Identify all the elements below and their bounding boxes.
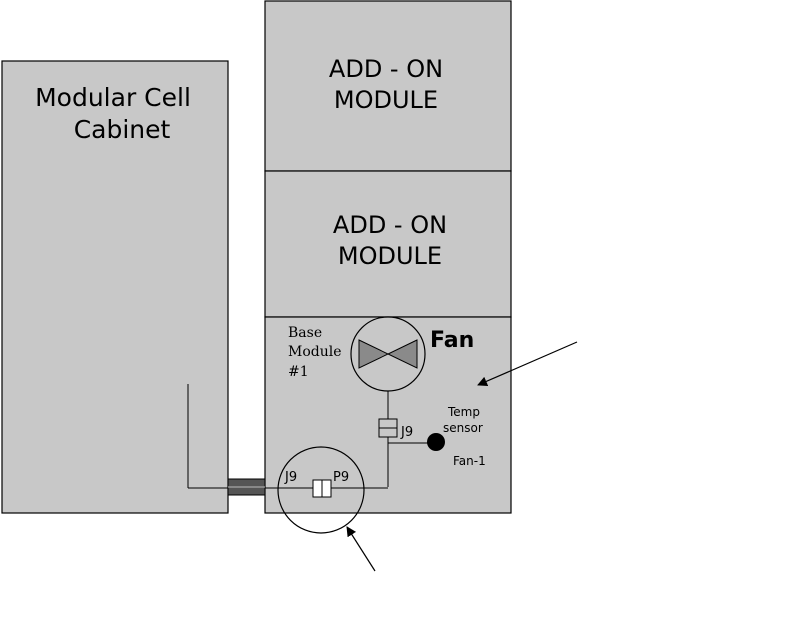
cabinet-label-line1: Modular Cell (35, 83, 191, 112)
add-on-module-middle-label-line2: MODULE (338, 242, 442, 270)
add-on-module-top-label-line1: ADD - ON (329, 55, 443, 83)
connector-j9-upper-label: J9 (400, 425, 413, 440)
cabinet-label-line2: Cabinet (74, 115, 171, 144)
temp-sensor-label-line2: sensor (443, 421, 483, 435)
base-module-label-line2: Module (288, 344, 342, 360)
add-on-module-top-label-line2: MODULE (334, 86, 438, 114)
fan-label: Fan (430, 328, 474, 353)
temp-sensor-label-line3: Fan-1 (453, 454, 486, 468)
base-module-label-line3: #1 (288, 364, 309, 380)
connector-p9-label: P9 (333, 470, 349, 485)
temp-sensor (427, 433, 445, 451)
connector-j9-lower-label: J9 (284, 470, 297, 485)
arrow-to-connector (347, 527, 375, 571)
temp-sensor-label-line1: Temp (447, 405, 480, 419)
add-on-module-middle-label-line1: ADD - ON (333, 211, 447, 239)
base-module-label-line1: Base (288, 325, 322, 341)
